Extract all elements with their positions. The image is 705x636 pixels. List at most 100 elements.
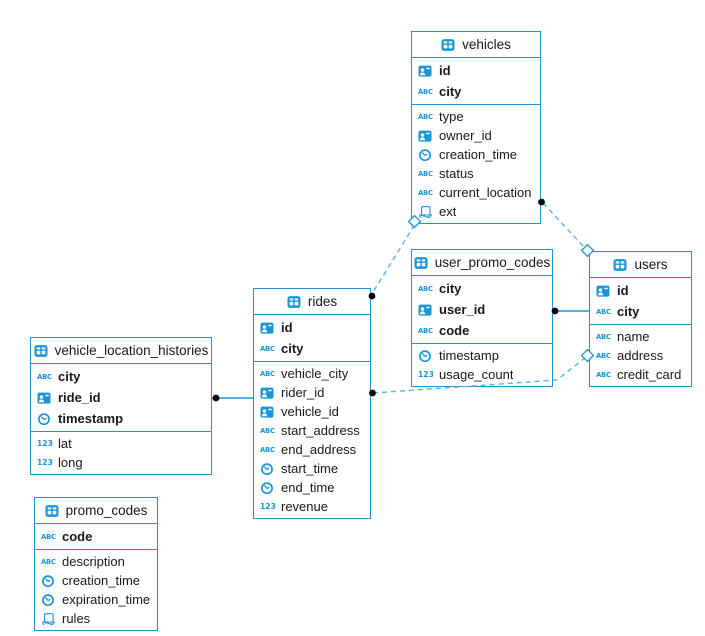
- table-title: rides: [307, 294, 338, 309]
- table-title: vehicle_location_histories: [54, 343, 209, 358]
- field-name: city: [439, 281, 462, 296]
- relation-user_promo_codes-users[interactable]: [551, 307, 589, 315]
- uuid-icon: [37, 391, 53, 405]
- uuid-icon: [260, 321, 276, 335]
- field-row[interactable]: ABC name: [590, 327, 691, 346]
- field-row[interactable]: timestamp: [412, 346, 552, 365]
- table-header[interactable]: users: [590, 252, 691, 278]
- field-row[interactable]: timestamp: [31, 408, 211, 429]
- text-icon: ABC: [596, 332, 611, 341]
- text-icon: ABC: [596, 370, 611, 379]
- field-name: expiration_time: [62, 592, 151, 607]
- field-name: owner_id: [439, 128, 492, 143]
- field-row[interactable]: end_time: [254, 478, 370, 497]
- field-row[interactable]: ABC city: [590, 301, 691, 322]
- timestamp-icon: [418, 148, 434, 162]
- field-row[interactable]: ride_id: [31, 387, 211, 408]
- relation-vehicles-users[interactable]: [538, 198, 595, 258]
- table-header[interactable]: user_promo_codes: [412, 250, 552, 276]
- text-icon: ABC: [37, 372, 52, 381]
- field-name: usage_count: [439, 367, 514, 382]
- field-row[interactable]: rider_id: [254, 383, 370, 402]
- field-name: city: [617, 304, 640, 319]
- field-row[interactable]: creation_time: [412, 145, 540, 164]
- text-icon: ABC: [418, 188, 433, 197]
- field-name: end_time: [281, 480, 335, 495]
- table-header[interactable]: rides: [254, 289, 370, 315]
- table-header[interactable]: vehicles: [412, 32, 540, 58]
- text-icon: ABC: [596, 307, 611, 316]
- field-name: id: [439, 63, 451, 78]
- field-name: id: [281, 320, 293, 335]
- timestamp-icon: [41, 593, 57, 607]
- field-row[interactable]: user_id: [412, 299, 552, 320]
- field-row[interactable]: creation_time: [35, 571, 157, 590]
- text-icon: ABC: [418, 169, 433, 178]
- field-row[interactable]: id: [254, 317, 370, 338]
- field-name: long: [58, 455, 83, 470]
- field-name: lat: [58, 436, 72, 451]
- field-name: name: [617, 329, 650, 344]
- timestamp-icon: [260, 481, 276, 495]
- field-row[interactable]: expiration_time: [35, 590, 157, 609]
- field-name: code: [439, 323, 470, 338]
- table-grid-icon: [414, 256, 430, 270]
- field-row[interactable]: owner_id: [412, 126, 540, 145]
- timestamp-icon: [37, 412, 53, 426]
- uuid-icon: [260, 386, 276, 400]
- field-name: ride_id: [58, 390, 101, 405]
- field-row[interactable]: ABC city: [412, 278, 552, 299]
- field-row[interactable]: id: [412, 60, 540, 81]
- text-icon: ABC: [260, 445, 275, 454]
- table-grid-icon: [441, 38, 457, 52]
- field-name: start_time: [281, 461, 339, 476]
- timestamp-icon: [260, 462, 276, 476]
- table-header[interactable]: promo_codes: [35, 498, 157, 524]
- field-row[interactable]: start_time: [254, 459, 370, 478]
- uuid-icon: [260, 405, 276, 419]
- table-header[interactable]: vehicle_location_histories: [31, 338, 211, 364]
- text-icon: ABC: [418, 284, 433, 293]
- field-row[interactable]: vehicle_id: [254, 402, 370, 421]
- text-icon: ABC: [260, 426, 275, 435]
- relation-vehicle_location_histories-rides[interactable]: [212, 394, 253, 402]
- field-name: timestamp: [58, 411, 124, 426]
- uuid-icon: [418, 129, 434, 143]
- field-row[interactable]: id: [590, 280, 691, 301]
- field-name: revenue: [281, 499, 328, 514]
- table-grid-icon: [287, 295, 303, 309]
- field-name: city: [439, 84, 462, 99]
